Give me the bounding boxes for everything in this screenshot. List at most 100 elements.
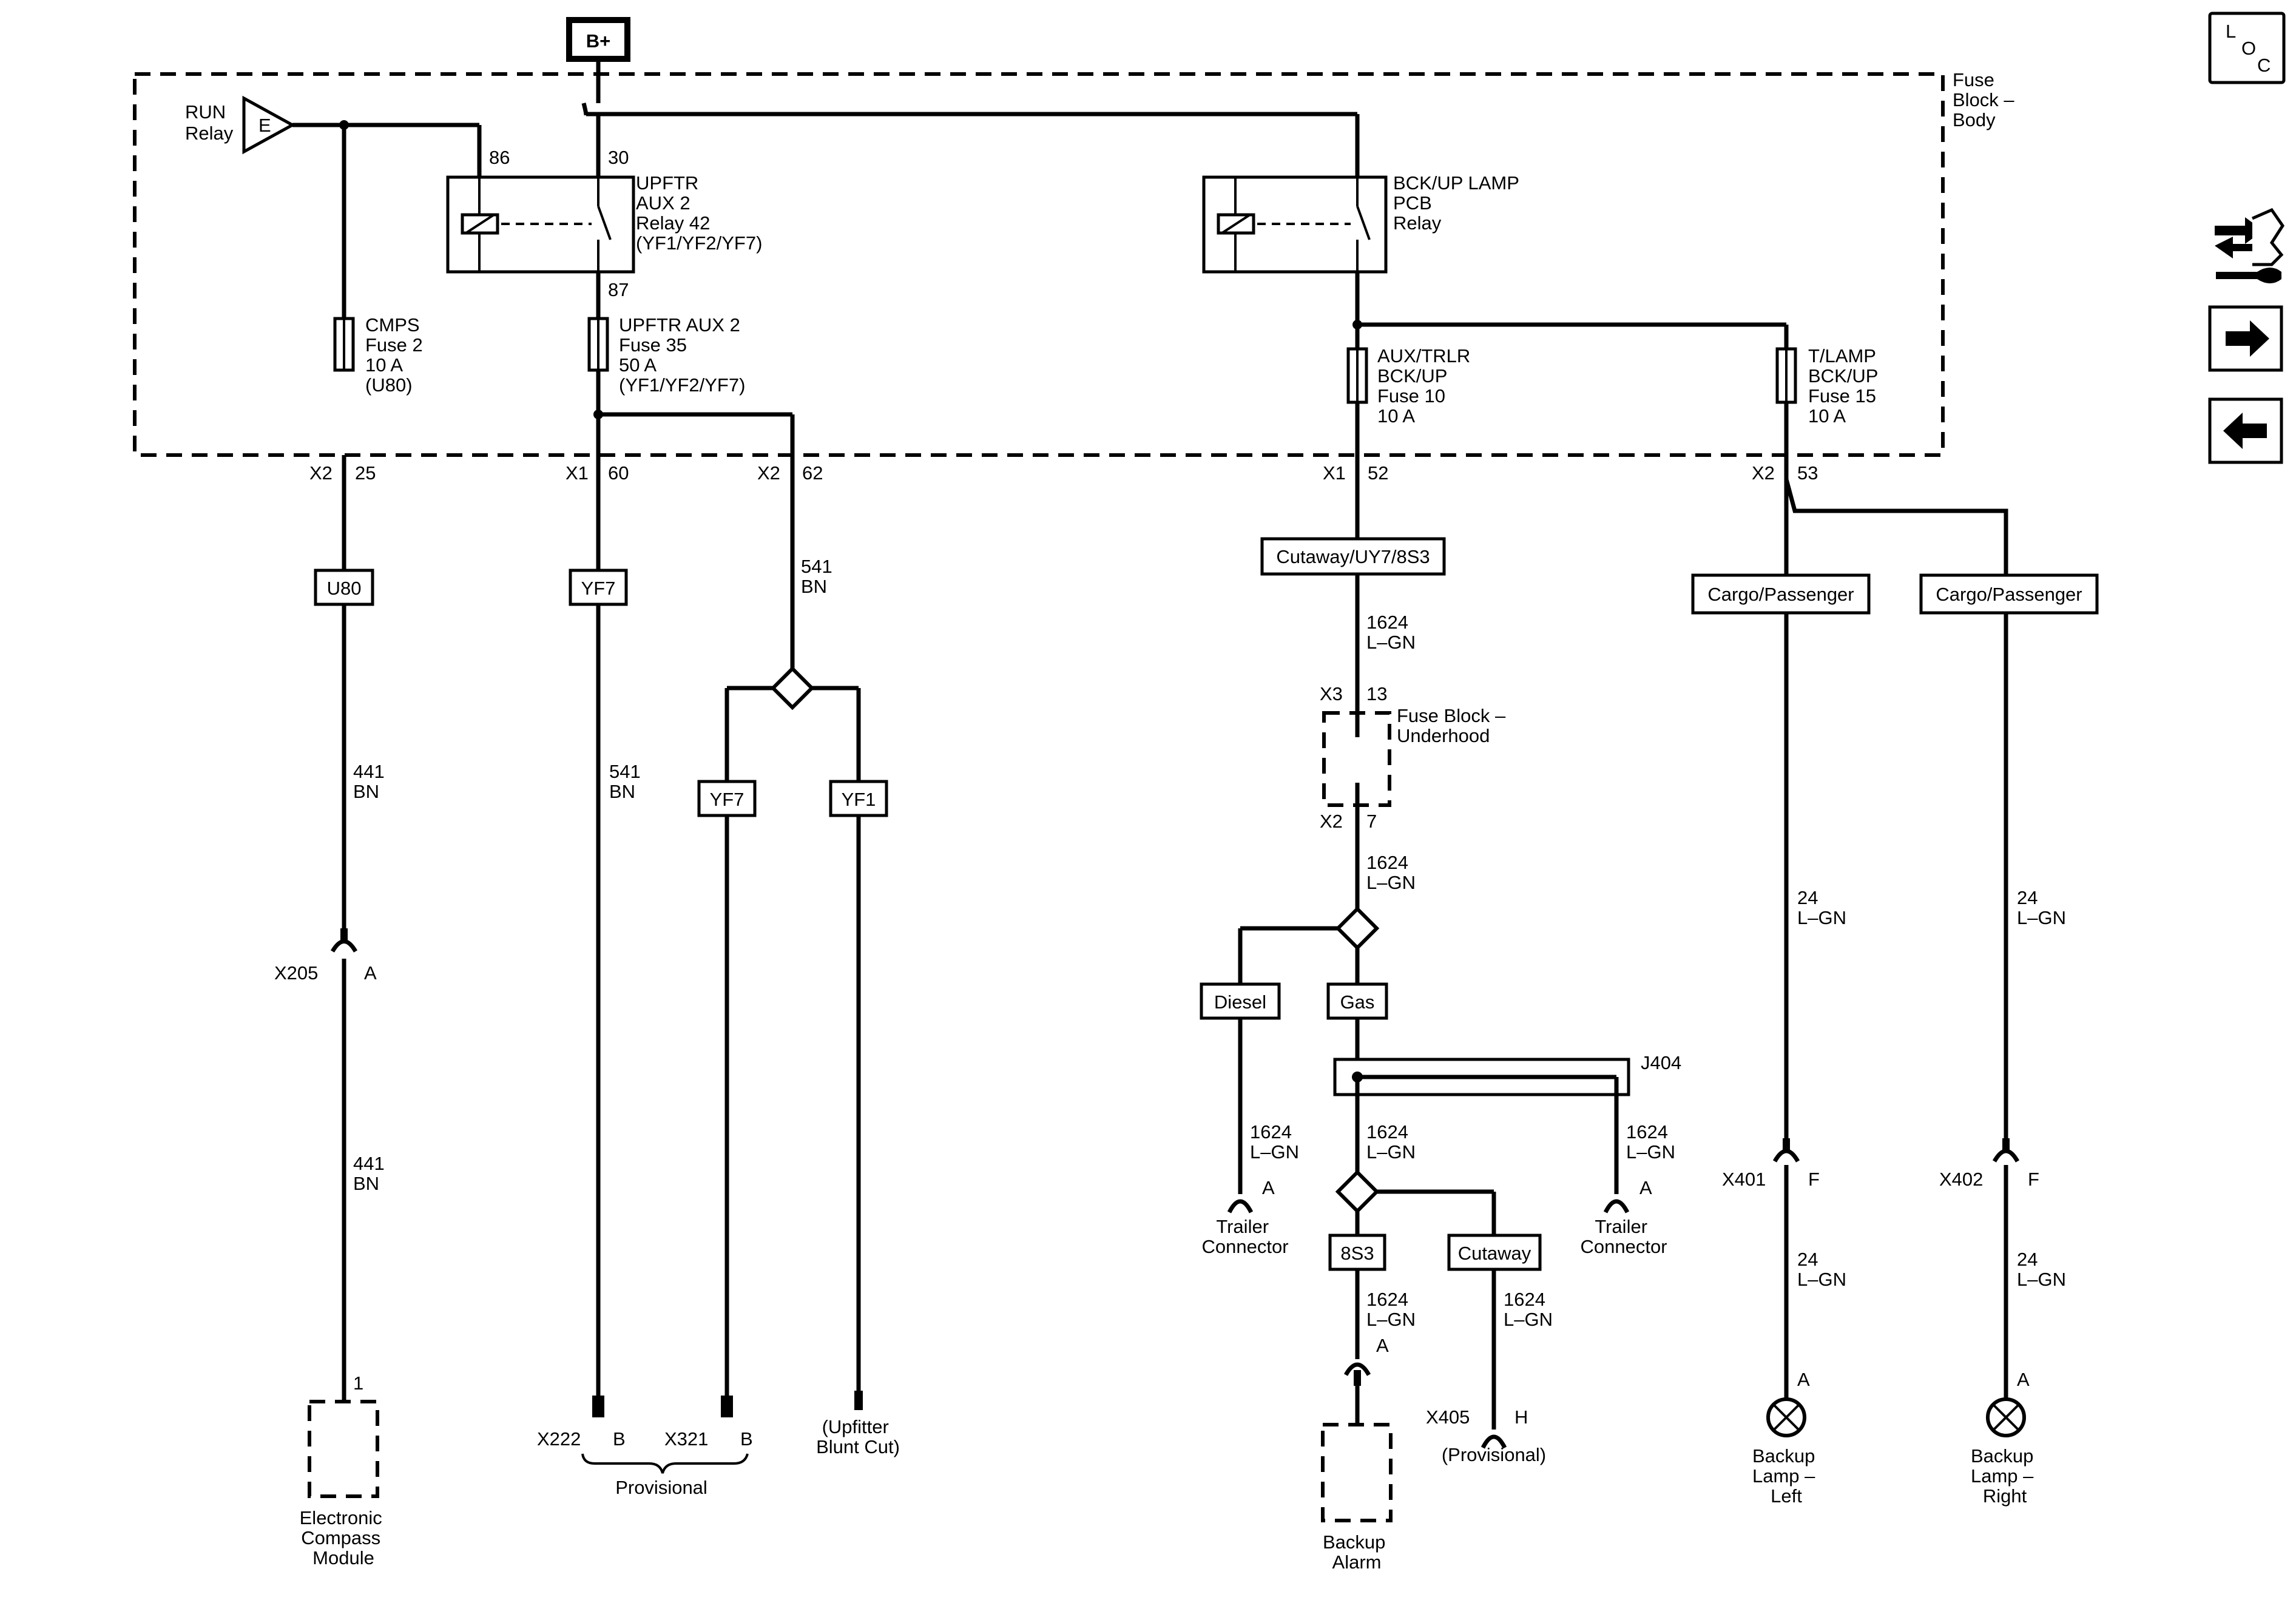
backup-lamp-left-label: Backup Lamp – Left [1752, 1445, 1820, 1507]
connector-x205-pin: A [364, 962, 377, 984]
fuse-aux-trlr-label: AUX/TRLR BCK/UP Fuse 10 10 A [1377, 345, 1476, 427]
fuse-block-underhood-label: Fuse Block – Underhood [1397, 705, 1511, 746]
connector-x321-pin: B [740, 1428, 753, 1450]
option-yf7b: YF7 [710, 789, 745, 810]
loc-l: L [2226, 21, 2236, 42]
battery-supply-label: B+ [586, 30, 611, 52]
loc-c: C [2257, 55, 2271, 76]
fuse-upftr-label: UPFTR AUX 2 Fuse 35 50 A (YF1/YF2/YF7) [619, 314, 745, 396]
fuse-block-outline [133, 72, 1945, 457]
arrow-right-icon [2226, 320, 2269, 357]
option-yf1-box [829, 780, 888, 817]
fuse-tlamp-label: T/LAMP BCK/UP Fuse 15 10 A [1808, 345, 1883, 427]
connector-x405: X405 [1426, 1406, 1470, 1428]
option-cutaway-box [1447, 1234, 1542, 1271]
option-cargo-right: Cargo/Passenger [1936, 584, 2082, 605]
connector-j404: J404 [1641, 1052, 1681, 1073]
option-yf7b-box [697, 780, 757, 817]
connector-x405-icon [1481, 1434, 1507, 1449]
trailer-connector-2-label: Trailer Connector [1580, 1216, 1667, 1257]
lamp-right-pin: A [2017, 1369, 2030, 1390]
compass-pin-1: 1 [353, 1372, 363, 1394]
connector-x222: X222 [537, 1428, 581, 1450]
upfitter-blunt-cut-label: (Upfitter Blunt Cut) [816, 1416, 900, 1457]
option-gas: Gas [1340, 991, 1375, 1013]
x405-provisional-label: (Provisional) [1442, 1444, 1546, 1465]
option-cutaway-uy7: Cutaway/UY7/8S3 [1276, 546, 1430, 567]
trailer-connector-2-pin: A [1639, 1177, 1652, 1198]
fuse-block-title: Fuse Block – Body [1953, 69, 2019, 130]
option-diesel-box [1200, 982, 1281, 1020]
run-relay-triangle-icon [242, 95, 296, 155]
connector-x402-pin: F [2028, 1169, 2039, 1190]
option-yf1: YF1 [842, 789, 876, 810]
arrow-left-icon [2223, 413, 2267, 449]
option-diesel: Diesel [1214, 991, 1266, 1013]
trailer-connector-1-label: Trailer Connector [1201, 1216, 1288, 1257]
forward-button[interactable] [2208, 305, 2283, 372]
compass-module-box [308, 1400, 379, 1498]
loc-o: O [2241, 38, 2256, 59]
back-button[interactable] [2208, 397, 2283, 464]
upftr-relay-label: UPFTR AUX 2 Relay 42 (YF1/YF2/YF7) [636, 172, 762, 254]
backup-lamp-right-label: Backup Lamp – Right [1971, 1445, 2039, 1507]
splice-diamond-alarm [1335, 1169, 1380, 1214]
option-cargo-right-box [1919, 573, 2099, 615]
backup-alarm-label: Backup Alarm [1323, 1531, 1391, 1573]
splice-diamond-engine [1335, 906, 1380, 951]
backup-lamp-right-icon [1986, 1397, 2026, 1437]
connector-x321: X321 [664, 1428, 708, 1450]
pin-30: 30 [608, 147, 629, 168]
splice-diamond-yf [770, 666, 815, 711]
wrench-arrows-icon[interactable] [2215, 208, 2285, 283]
trailer-connector-2-icon [1603, 1199, 1630, 1214]
provisional-brace [581, 1453, 749, 1474]
trailer-connector-1-pin: A [1262, 1177, 1275, 1198]
option-8s3: 8S3 [1340, 1243, 1374, 1264]
connector-x401: X401 [1722, 1169, 1766, 1190]
option-u80: U80 [327, 578, 362, 599]
location-button[interactable]: L O C [2208, 12, 2286, 84]
backup-alarm-box [1321, 1423, 1393, 1522]
option-cargo-left: Cargo/Passenger [1707, 584, 1854, 605]
connector-x401-pin: F [1808, 1169, 1820, 1190]
option-cutaway: Cutaway [1458, 1243, 1531, 1264]
lamp-left-pin: A [1797, 1369, 1810, 1390]
connector-x205: X205 [274, 962, 318, 984]
connector-x402: X402 [1939, 1169, 1983, 1190]
option-8s3-box [1328, 1234, 1386, 1271]
option-cargo-left-box [1691, 573, 1871, 615]
option-cutaway-uy7-box [1260, 537, 1446, 576]
option-yf7: YF7 [581, 578, 616, 599]
option-u80-box [314, 569, 374, 606]
trailer-connector-1-icon [1227, 1199, 1254, 1214]
provisional-label: Provisional [615, 1477, 707, 1498]
option-yf7-box [569, 569, 628, 606]
pin-87: 87 [608, 279, 629, 300]
run-relay-letter: E [258, 115, 271, 136]
connector-x222-pin: B [613, 1428, 626, 1450]
compass-module-label: Electronic Compass Module [300, 1507, 388, 1568]
bckup-relay-label: BCK/UP LAMP PCB Relay [1393, 172, 1524, 234]
